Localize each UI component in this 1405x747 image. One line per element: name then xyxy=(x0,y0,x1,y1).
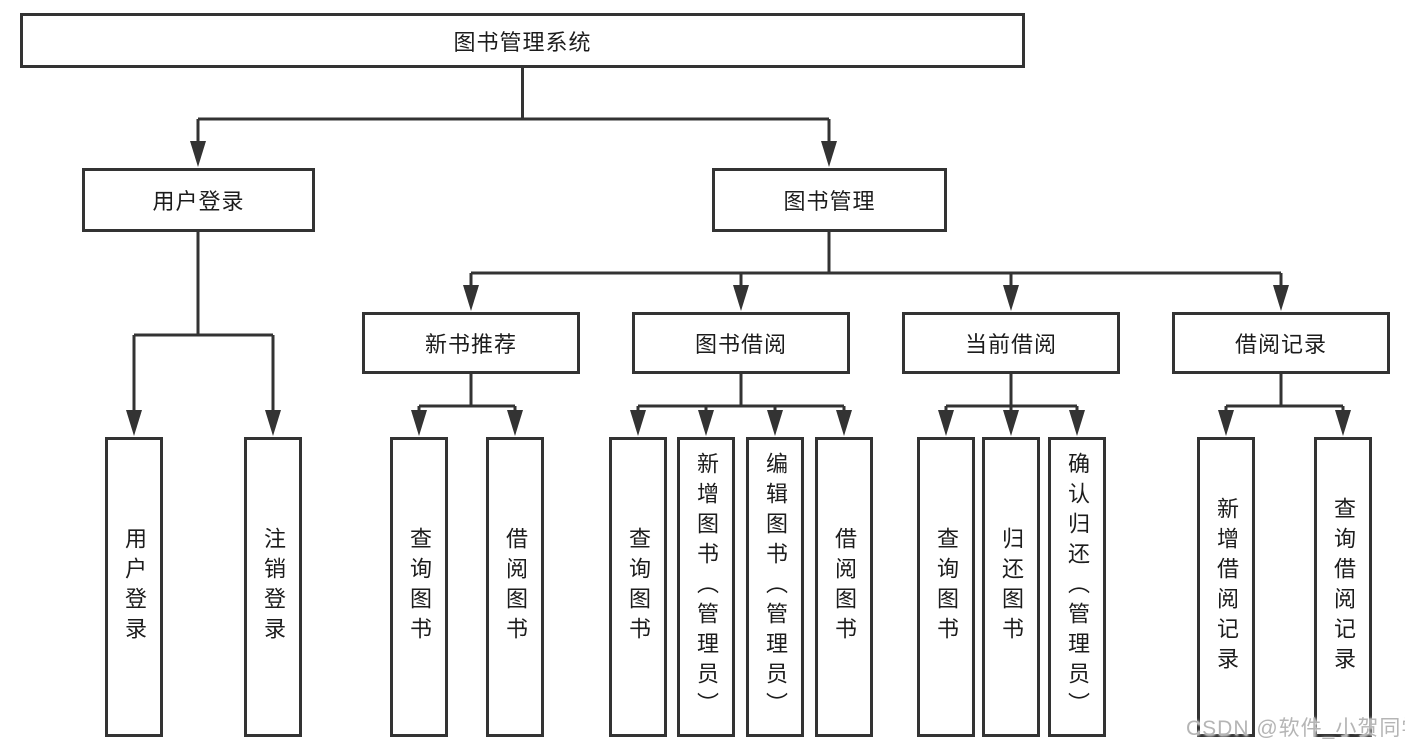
node-library-management-system: 图书管理系统 xyxy=(20,13,1025,68)
leaf-borrow-books-recommend: 借阅图书 xyxy=(486,437,544,737)
arrowhead-icon xyxy=(1218,410,1234,436)
leaf-label: 新增图书（管理员） xyxy=(694,452,719,722)
leaf-add-books-admin: 新增图书（管理员） xyxy=(677,437,735,737)
leaf-add-borrow-record: 新增借阅记录 xyxy=(1197,437,1255,737)
arrowhead-icon xyxy=(938,410,954,436)
arrowhead-icon xyxy=(190,141,206,167)
leaf-label: 注销登录 xyxy=(261,527,286,647)
arrowhead-icon xyxy=(767,410,783,436)
arrowhead-icon xyxy=(733,285,749,311)
leaf-label: 查询图书 xyxy=(407,527,432,647)
leaf-logout: 注销登录 xyxy=(244,437,302,737)
arrowhead-icon xyxy=(821,141,837,167)
leaf-user-login: 用户登录 xyxy=(105,437,163,737)
arrowhead-icon xyxy=(463,285,479,311)
csdn-watermark: CSDN @软件_小贺同学 xyxy=(1186,717,1405,740)
leaf-label: 借阅图书 xyxy=(503,527,528,647)
arrowhead-icon xyxy=(1003,285,1019,311)
leaf-label: 查询图书 xyxy=(934,527,959,647)
leaf-search-books-borrowing: 查询图书 xyxy=(609,437,667,737)
node-current-borrowing: 当前借阅 xyxy=(902,312,1120,374)
arrowhead-icon xyxy=(1335,410,1351,436)
leaf-confirm-return-admin: 确认归还（管理员） xyxy=(1048,437,1106,737)
arrowhead-icon xyxy=(1069,410,1085,436)
arrowhead-icon xyxy=(126,410,142,436)
node-new-book-recommendation: 新书推荐 xyxy=(362,312,580,374)
leaf-return-books: 归还图书 xyxy=(982,437,1040,737)
arrowhead-icon xyxy=(630,410,646,436)
leaf-label: 查询借阅记录 xyxy=(1331,497,1356,677)
leaf-label: 归还图书 xyxy=(999,527,1024,647)
node-book-management: 图书管理 xyxy=(712,168,947,232)
node-book-borrowing: 图书借阅 xyxy=(632,312,850,374)
leaf-borrow-books-borrowing: 借阅图书 xyxy=(815,437,873,737)
arrowhead-icon xyxy=(698,410,714,436)
leaf-label: 新增借阅记录 xyxy=(1214,497,1239,677)
leaf-search-books-current: 查询图书 xyxy=(917,437,975,737)
arrowhead-icon xyxy=(507,410,523,436)
arrowhead-icon xyxy=(1273,285,1289,311)
leaf-search-books-recommend: 查询图书 xyxy=(390,437,448,737)
leaf-label: 查询图书 xyxy=(626,527,651,647)
arrowhead-icon xyxy=(1003,410,1019,436)
node-borrowing-records: 借阅记录 xyxy=(1172,312,1390,374)
arrowhead-icon xyxy=(411,410,427,436)
node-user-login: 用户登录 xyxy=(82,168,315,232)
leaf-label: 借阅图书 xyxy=(832,527,857,647)
leaf-edit-books-admin: 编辑图书（管理员） xyxy=(746,437,804,737)
arrowhead-icon xyxy=(265,410,281,436)
leaf-search-borrow-record: 查询借阅记录 xyxy=(1314,437,1372,737)
leaf-label: 编辑图书（管理员） xyxy=(763,452,788,722)
arrowhead-icon xyxy=(836,410,852,436)
leaf-label: 用户登录 xyxy=(122,527,147,647)
leaf-label: 确认归还（管理员） xyxy=(1065,452,1090,722)
